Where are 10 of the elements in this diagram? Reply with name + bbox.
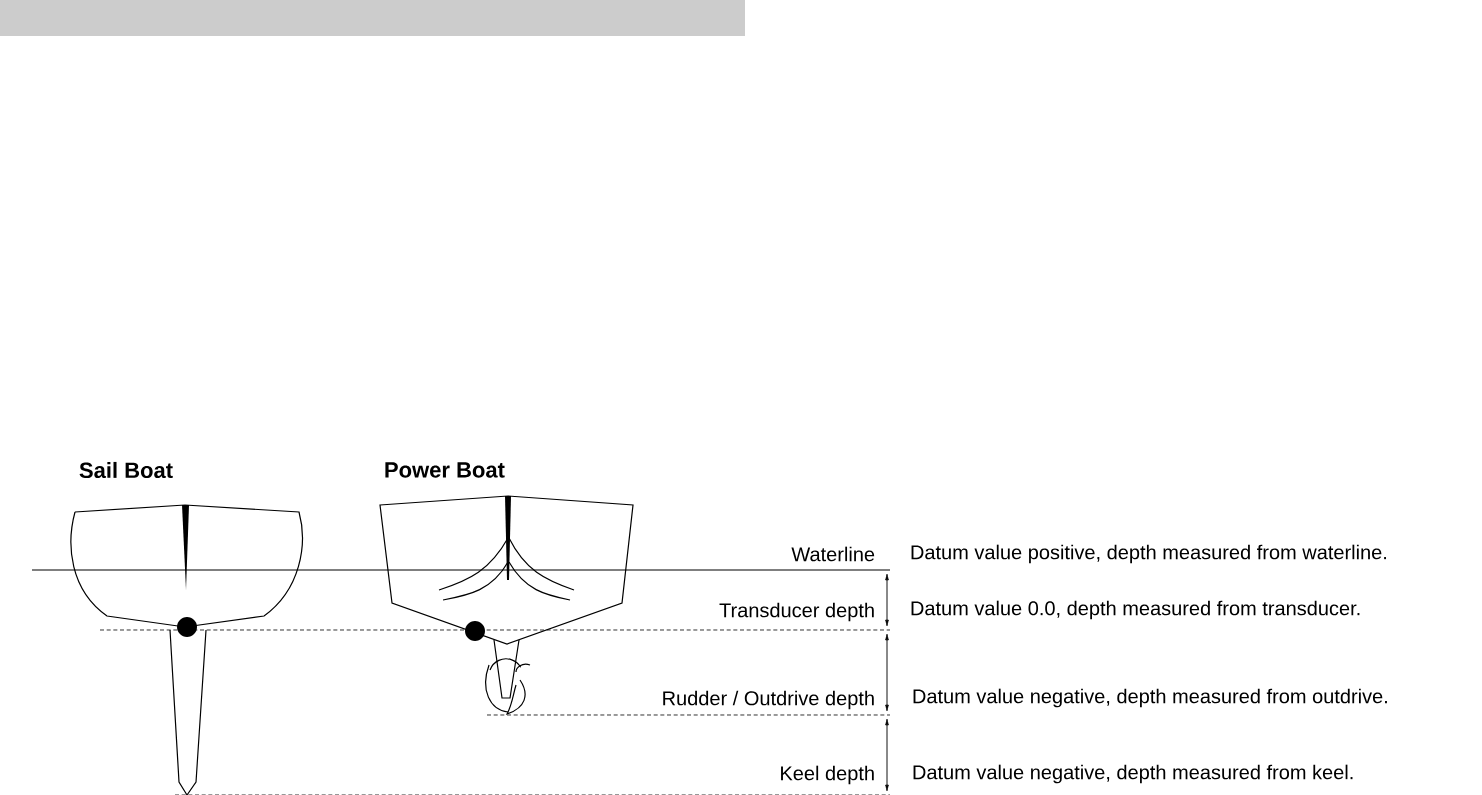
level-label: Keel depth (781, 765, 874, 785)
boat-title: Sail Boat (79, 461, 173, 479)
boat-title: Power Boat (385, 462, 505, 478)
level-label: Transducer depth (719, 602, 874, 622)
datum-note: Datum value negative, depth measured from keel. (913, 764, 1353, 784)
level-label: Rudder / Outdrive depth (663, 690, 874, 710)
datum-note: Datum value 0.0, depth measured from transducer. (911, 600, 1360, 620)
datum-note: Datum value negative, depth measured from outdrive. (913, 688, 1387, 708)
level-label: Waterline (791, 546, 875, 562)
datum-note: Datum value positive, depth measured from waterline. (911, 544, 1386, 564)
